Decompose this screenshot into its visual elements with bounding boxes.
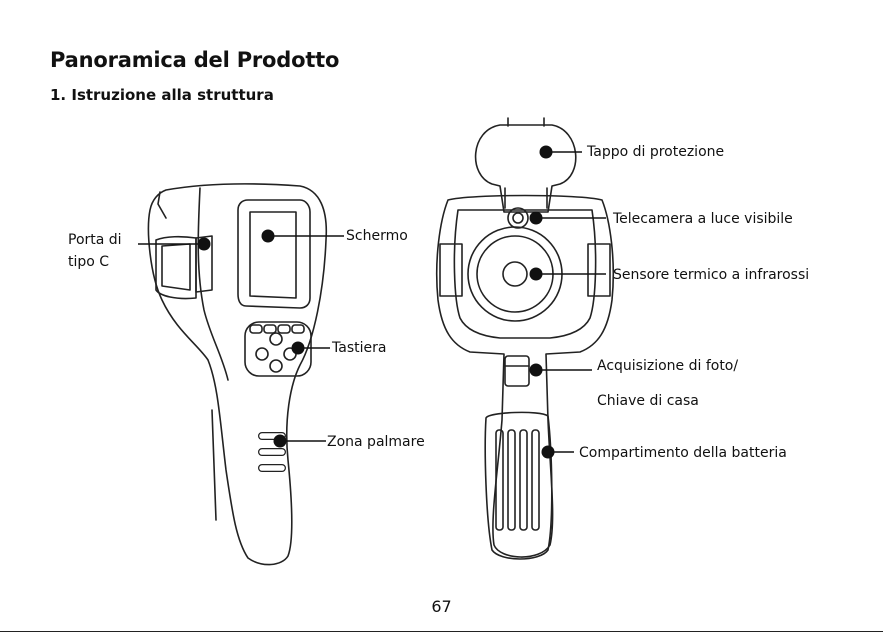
page-number: 67 [0,597,883,616]
side-view-device [149,184,327,565]
label-type-c-port-line2: tipo C [68,252,109,272]
screen-outline [238,200,310,308]
label-screen: Schermo [346,226,408,246]
protective-cap-outline [476,125,576,212]
label-visible-light-camera: Telecamera a luce visibile [613,209,793,229]
label-protective-cap: Tappo di protezione [587,142,724,162]
label-type-c-port-line1: Porta di [68,230,122,250]
front-view-device [437,118,614,559]
footer-rule [0,631,883,632]
label-grip-area: Zona palmare [327,432,425,452]
label-photo-capture-line1: Acquisizione di foto/ [597,356,738,376]
label-keypad: Tastiera [332,338,386,358]
callout-lines [138,152,606,452]
label-battery-compartment: Compartimento della batteria [579,443,787,463]
label-ir-thermal-sensor: Sensore termico a infrarossi [613,265,809,285]
label-photo-capture-line2: Chiave di casa [597,391,699,411]
